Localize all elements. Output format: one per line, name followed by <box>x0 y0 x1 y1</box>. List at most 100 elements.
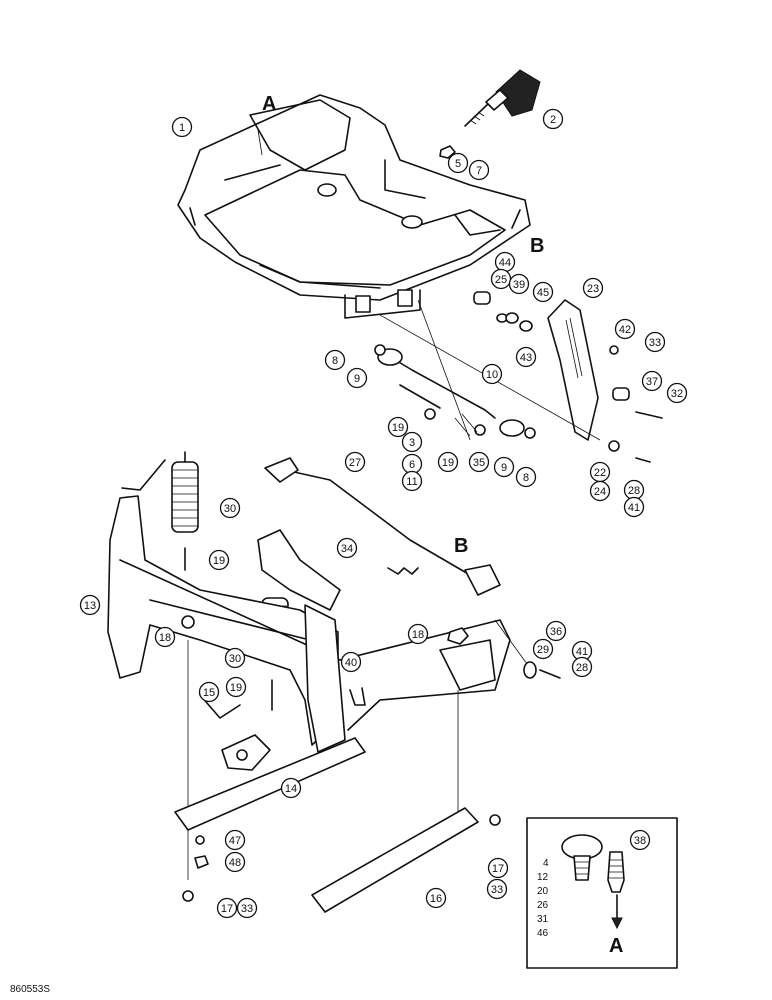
callout-34: 34 <box>336 537 358 559</box>
callout-label: 33 <box>649 337 661 349</box>
callout-42: 42 <box>614 318 636 340</box>
seat-pan <box>177 94 531 319</box>
rail-16 <box>311 807 479 913</box>
callout-40: 40 <box>340 651 362 673</box>
callout-label: 16 <box>430 893 442 905</box>
callout-label: 43 <box>520 352 532 364</box>
callout-label: 27 <box>349 457 361 469</box>
linkage-rod <box>374 344 536 439</box>
callout-label: 25 <box>495 274 507 286</box>
callout-label: 33 <box>491 884 503 896</box>
callout-19: 19 <box>225 676 247 698</box>
callout-25: 25 <box>490 268 512 290</box>
callout-label: 30 <box>224 503 236 515</box>
callout-label: 2 <box>550 114 556 126</box>
callout-label: 17 <box>221 903 233 915</box>
callout-label: 1 <box>179 122 185 134</box>
callout-9: 9 <box>493 456 515 478</box>
callout-38: 38 <box>629 829 651 851</box>
callout-19: 19 <box>387 416 409 438</box>
drawing-code: 860553S <box>10 984 50 995</box>
callout-label: 30 <box>229 653 241 665</box>
callout-22: 22 <box>589 461 611 483</box>
callout-18: 18 <box>154 626 176 648</box>
callout-10: 10 <box>481 363 503 385</box>
callout-9: 9 <box>346 367 368 389</box>
callout-30: 30 <box>219 497 241 519</box>
callout-label: 47 <box>229 835 241 847</box>
inset-number-31: 31 <box>537 914 549 925</box>
callout-label: 19 <box>392 422 404 434</box>
callout-label: 41 <box>628 502 640 514</box>
callout-label: 23 <box>587 283 599 295</box>
callout-label: 22 <box>594 467 606 479</box>
callout-label: 41 <box>576 646 588 658</box>
callout-label: 37 <box>646 376 658 388</box>
lower-frame <box>107 495 511 753</box>
callout-48: 48 <box>224 851 246 873</box>
callout-label: 8 <box>332 355 338 367</box>
callout-label: 9 <box>501 462 507 474</box>
callout-13: 13 <box>79 594 101 616</box>
callout-label: 39 <box>513 279 525 291</box>
callout-19: 19 <box>208 549 230 571</box>
callout-label: 19 <box>213 555 225 567</box>
callout-label: 40 <box>345 657 357 669</box>
callout-label: 24 <box>594 486 606 498</box>
callout-label: 3 <box>409 437 415 449</box>
inset-box: 4 12 20 26 31 46 A <box>526 817 678 969</box>
callout-label: 35 <box>473 457 485 469</box>
callout-2: 2 <box>542 108 564 130</box>
callout-45: 45 <box>532 281 554 303</box>
callout-11: 11 <box>401 470 423 492</box>
callout-16: 16 <box>425 887 447 909</box>
callout-44: 44 <box>494 251 516 273</box>
callout-label: 28 <box>576 662 588 674</box>
inset-number-4: 4 <box>543 858 549 869</box>
adjustment-knob <box>464 69 541 127</box>
callout-37: 37 <box>641 370 663 392</box>
callout-28: 28 <box>571 656 593 678</box>
letter-a-top: A <box>262 93 276 115</box>
callout-8: 8 <box>515 466 537 488</box>
letter-b-mid: B <box>454 535 468 557</box>
nut-5 <box>439 145 456 159</box>
callout-label: 18 <box>412 629 424 641</box>
callout-label: 7 <box>476 165 482 177</box>
callout-label: 14 <box>285 783 297 795</box>
callout-label: 11 <box>406 476 417 488</box>
callout-27: 27 <box>344 451 366 473</box>
callout-23: 23 <box>582 277 604 299</box>
callout-label: 33 <box>241 903 253 915</box>
callout-label: 38 <box>634 835 646 847</box>
callout-6: 6 <box>401 453 423 475</box>
hardware <box>181 547 561 902</box>
callout-17: 17 <box>216 897 238 919</box>
callout-18: 18 <box>407 623 429 645</box>
callout-label: 34 <box>341 543 353 555</box>
callout-3: 3 <box>401 431 423 453</box>
rod-27 <box>264 457 501 596</box>
callout-7: 7 <box>468 159 490 181</box>
callout-39: 39 <box>508 273 530 295</box>
bracket-23 <box>547 299 599 441</box>
callout-label: 36 <box>550 626 562 638</box>
callout-32: 32 <box>666 382 688 404</box>
callout-1: 1 <box>171 116 193 138</box>
callout-29: 29 <box>532 638 554 660</box>
callout-33: 33 <box>236 897 258 919</box>
callout-label: 48 <box>229 857 241 869</box>
callout-24: 24 <box>589 480 611 502</box>
callout-label: 10 <box>486 369 498 381</box>
inset-number-26: 26 <box>537 900 549 911</box>
callout-label: 15 <box>203 687 215 699</box>
inset-number-20: 20 <box>537 886 549 897</box>
inset-number-46: 46 <box>537 928 549 939</box>
callout-15: 15 <box>198 681 220 703</box>
callout-label: 9 <box>354 373 360 385</box>
callout-35: 35 <box>468 451 490 473</box>
rail-14 <box>174 694 366 831</box>
callout-label: 44 <box>499 257 511 269</box>
